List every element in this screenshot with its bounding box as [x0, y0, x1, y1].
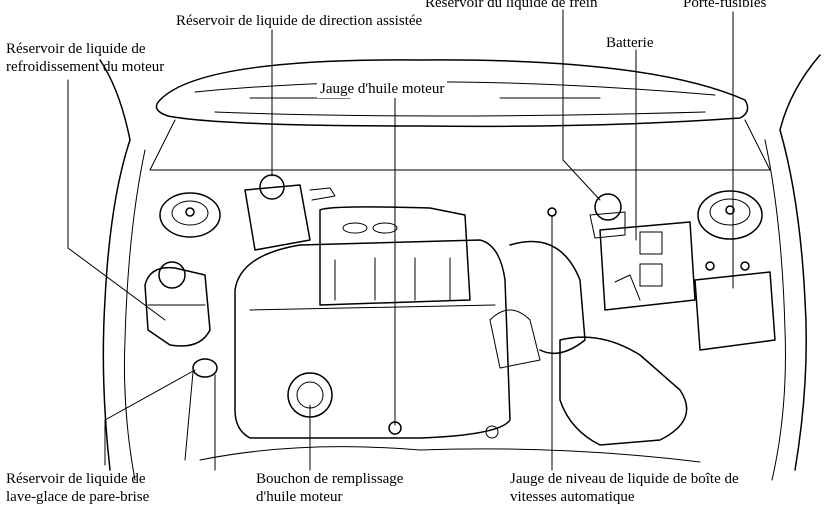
- fuse-box: [694, 261, 776, 351]
- label-battery: Batterie: [606, 35, 654, 51]
- hood: [155, 59, 749, 128]
- intake-manifold: [319, 206, 471, 306]
- brake-fluid-reservoir: [589, 193, 626, 239]
- power-steering-reservoir: [244, 174, 336, 251]
- air-intake-duct: [489, 240, 688, 446]
- label-oil-cap-line-1: Bouchon de remplissage: [256, 471, 404, 487]
- label-coolant-line-2: refroidissement du moteur: [6, 59, 165, 75]
- label-atf-line-2: vitesses automatique: [510, 489, 635, 505]
- label-oil-dipstick: Jauge d'huile moteur: [317, 80, 448, 98]
- label-coolant-line-1: Réservoir de liquide de: [6, 41, 146, 57]
- label-washer-line-2: lave-glace de pare-brise: [6, 489, 150, 505]
- coolant-reservoir: [144, 261, 211, 347]
- label-oil-cap-line-2: d'huile moteur: [256, 489, 343, 505]
- battery: [599, 221, 696, 311]
- washer-reservoir: [184, 358, 218, 471]
- label-brake-fluid-reservoir: Réservoir du liquide de frein: [425, 0, 598, 11]
- leader-lines: [67, 9, 734, 471]
- label-atf-dipstick: Jauge de niveau de liquide de boîte de v…: [510, 470, 739, 506]
- label-washer-reservoir: Réservoir de liquide de lave-glace de pa…: [6, 470, 149, 506]
- label-coolant-reservoir: Réservoir de liquide de refroidissement …: [6, 40, 164, 76]
- label-oil-filler-cap: Bouchon de remplissage d'huile moteur: [256, 470, 403, 506]
- left-strut-tower: [159, 192, 221, 238]
- label-power-steering-reservoir: Réservoir de liquide de direction assist…: [176, 13, 423, 29]
- label-fuse-box: Porte-fusibles: [683, 0, 767, 11]
- right-strut-tower: [697, 190, 763, 240]
- label-washer-line-1: Réservoir de liquide de: [6, 471, 146, 487]
- label-atf-line-1: Jauge de niveau de liquide de boîte de: [510, 471, 739, 487]
- fenders: [99, 54, 821, 481]
